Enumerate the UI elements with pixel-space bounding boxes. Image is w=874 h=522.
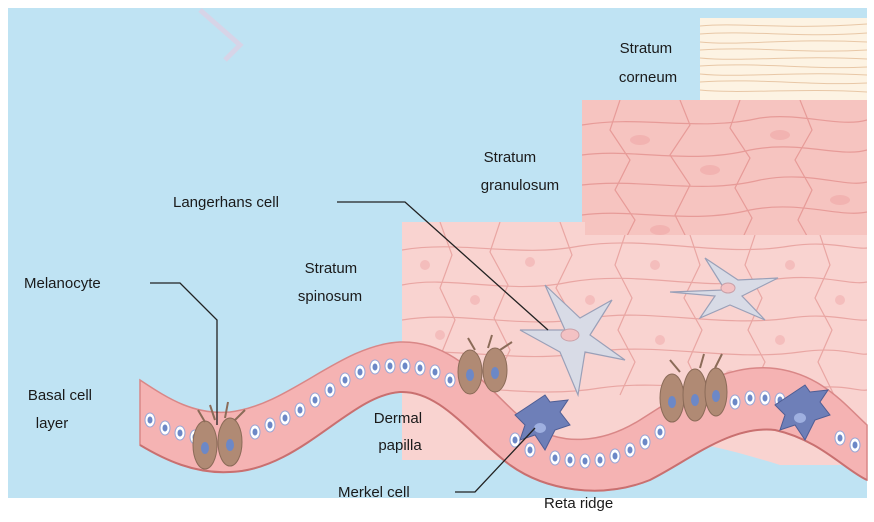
- basal-cell-nucleus-core: [388, 363, 393, 370]
- basal-cell-nucleus-core: [643, 439, 648, 446]
- basal-cell-nucleus-core: [298, 407, 303, 414]
- basal-cell-nucleus-core: [628, 447, 633, 454]
- label-langerhans-cell: Langerhans cell: [173, 194, 279, 211]
- label-merkel-cell: Merkel cell: [338, 484, 410, 501]
- basal-cell-nucleus-core: [448, 377, 453, 384]
- basal-cell-nucleus-core: [853, 442, 858, 449]
- basal-cell-nucleus-core: [373, 364, 378, 371]
- basal-cell-nucleus-core: [433, 369, 438, 376]
- basal-cell-nucleus-core: [358, 369, 363, 376]
- basal-cell-nucleus-core: [163, 425, 168, 432]
- basal-cell-nucleus-core: [598, 457, 603, 464]
- stratum-corneum-layer: [700, 18, 867, 100]
- basal-cell-nucleus-core: [838, 435, 843, 442]
- basal-cell-nucleus-core: [733, 399, 738, 406]
- basal-cell-nucleus-core: [528, 447, 533, 454]
- basal-cell-nucleus-core: [553, 455, 558, 462]
- basal-cell-nucleus-core: [178, 430, 183, 437]
- label-reta-ridge: Reta ridge: [544, 495, 613, 512]
- basal-cell-nucleus-core: [613, 453, 618, 460]
- basal-cell-nucleus-core: [328, 387, 333, 394]
- basal-cell-nucleus-core: [268, 422, 273, 429]
- basal-cell-nucleus-core: [748, 395, 753, 402]
- basal-cell-nucleus-core: [658, 429, 663, 436]
- basal-cell-nucleus-core: [148, 417, 153, 424]
- basal-cell-nucleus-core: [313, 397, 318, 404]
- basal-cell-nucleus-core: [403, 363, 408, 370]
- basal-cell-nucleus-core: [253, 429, 258, 436]
- basal-cell-nucleus-core: [418, 365, 423, 372]
- basal-cell-nucleus-core: [583, 458, 588, 465]
- basal-cell-nucleus-core: [283, 415, 288, 422]
- basal-cell-nucleus-core: [763, 395, 768, 402]
- basal-cell-nucleus-core: [513, 437, 518, 444]
- basal-cell-nucleus-core: [568, 457, 573, 464]
- label-melanocyte: Melanocyte: [24, 275, 101, 292]
- basal-cell-nucleus-core: [343, 377, 348, 384]
